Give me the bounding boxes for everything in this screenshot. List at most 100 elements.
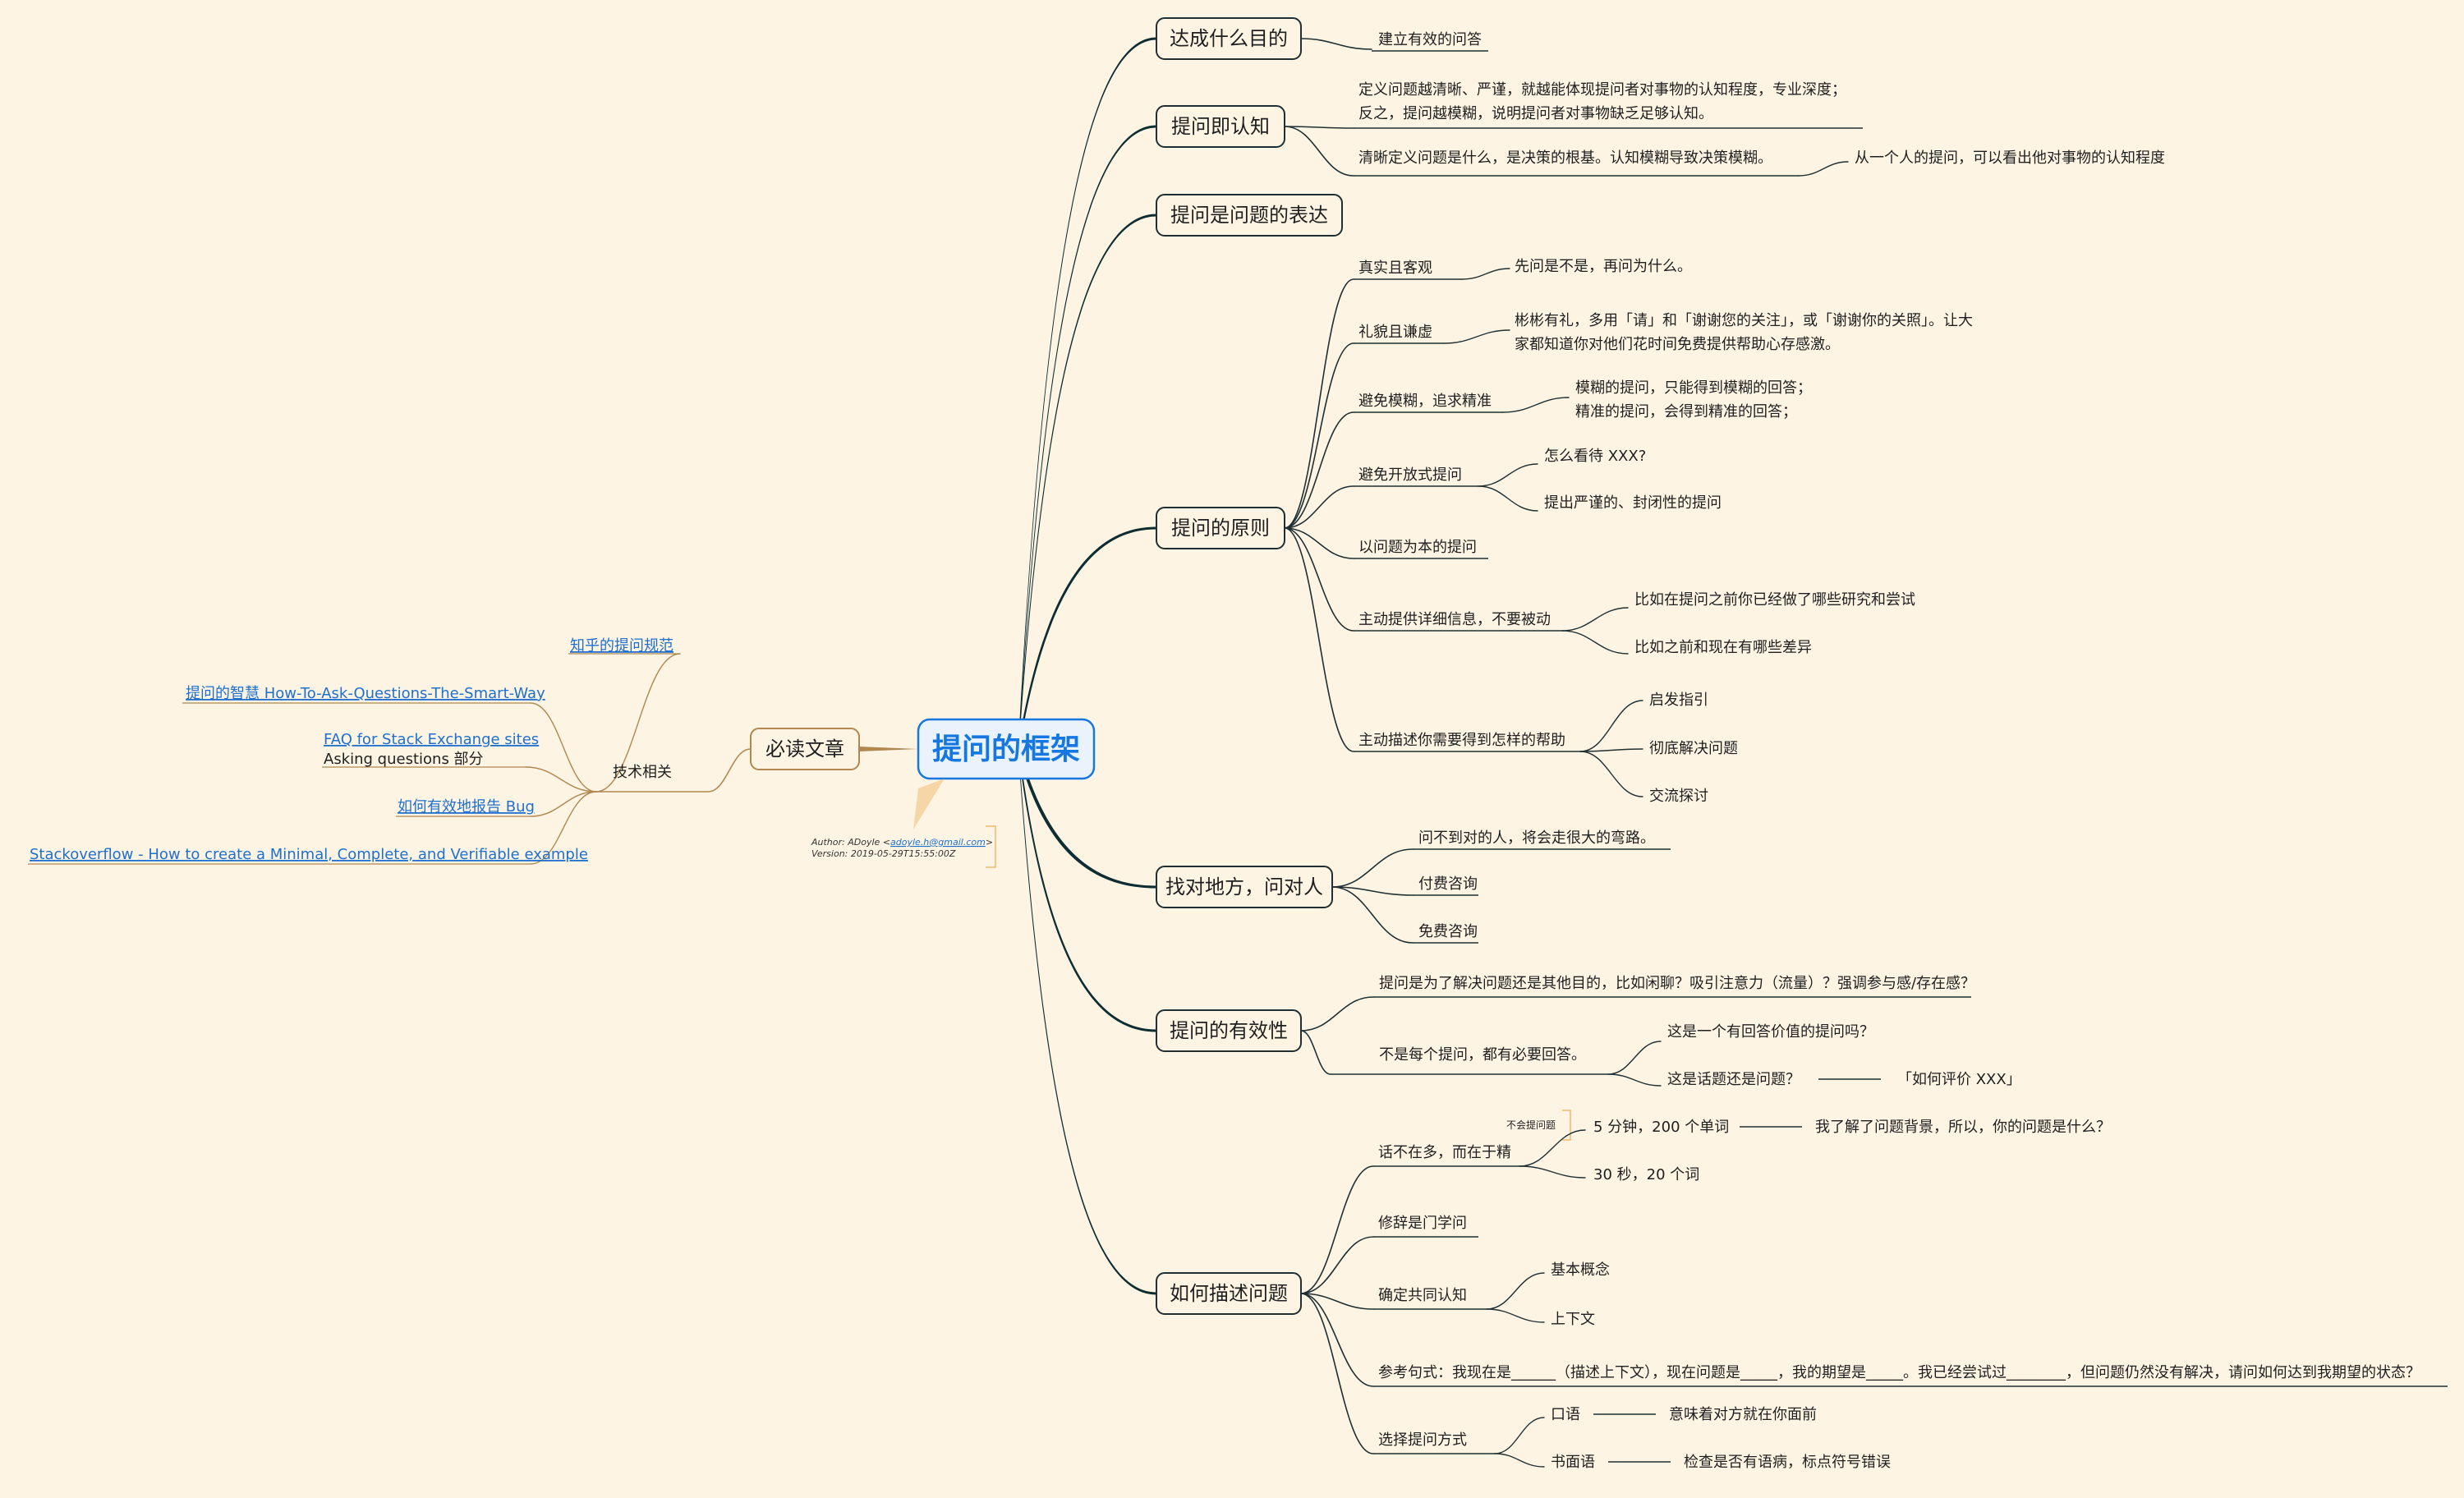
connector-line (1284, 485, 1354, 529)
connector-line (1461, 268, 1510, 280)
principle-6-leaf-1: 彻底解决问题 (1649, 740, 1738, 757)
topic-box (1156, 105, 1285, 148)
topic-box (1156, 507, 1285, 549)
topic-label: 提问的有效性 (1170, 1019, 1288, 1042)
principle-3-leaf-1: 提出严谨的、封闭性的提问 (1544, 494, 1722, 512)
topic-expression[interactable]: 提问是问题的表达 (1156, 194, 1343, 237)
connector-line (1519, 1129, 1586, 1167)
describe-4-leaf-1-child: 检查是否有语病，标点符号错误 (1684, 1454, 1891, 1471)
connector-line (1300, 1030, 1331, 1075)
topic-effectiveness[interactable]: 提问的有效性 (1156, 1009, 1302, 1052)
principle-0: 真实且客观 (1358, 260, 1432, 277)
author-suffix: > (986, 837, 993, 848)
cognition-observe: 从一个人的提问，可以看出他对事物的认知程度 (1855, 149, 2165, 167)
goal-answer: 建立有效的问答 (1378, 31, 1482, 48)
connector-line (1579, 751, 1643, 797)
connector-line (1443, 329, 1510, 344)
connector-lines (28, 38, 2448, 1468)
connector-line (1579, 700, 1643, 752)
connector-line (1561, 607, 1629, 632)
describe-0-marker-note: 不会提问题 (1506, 1119, 1556, 1131)
topic-label: 提问即认知 (1171, 115, 1270, 138)
topic-right-place[interactable]: 找对地方，问对人 (1156, 866, 1333, 908)
connector-line (1331, 886, 1414, 944)
link-connector (595, 653, 681, 793)
link-smart-way[interactable]: 提问的智慧 How-To-Ask-Questions-The-Smart-Way (186, 685, 545, 702)
topic-label: 如何描述问题 (1170, 1282, 1288, 1305)
principle-2: 避免模糊，追求精准 (1358, 393, 1492, 410)
link-report-bug[interactable]: 如何有效地报告 Bug (398, 798, 535, 816)
topic-box (1156, 194, 1343, 237)
connector-line (1607, 1041, 1662, 1075)
describe-3: 参考句式：我现在是______（描述上下文），现在问题是_____，我的期望是_… (1378, 1364, 2420, 1381)
marker-bracket (1562, 1110, 1571, 1141)
connector-line (1486, 1272, 1545, 1310)
link-stackoverflow-mcve[interactable]: Stackoverflow - How to create a Minimal,… (30, 846, 588, 863)
topic-cognition[interactable]: 提问即认知 (1156, 105, 1285, 148)
connector-line (1561, 630, 1629, 655)
author-note-pointer (913, 779, 945, 829)
text-line: 彬彬有礼，多用「请」和「谢谢您的关注」，或「谢谢你的关照」。让大 (1515, 312, 1973, 329)
must-read-trunk (859, 747, 918, 751)
principle-1-leaf: 彬彬有礼，多用「请」和「谢谢您的关注」，或「谢谢你的关照」。让大家都知道你对他们… (1515, 312, 1973, 353)
connector-line (1284, 278, 1354, 529)
describe-0-leaf-0: 5 分钟，200 个单词 (1593, 1119, 1729, 1136)
principle-5-leaf-1: 比如之前和现在有哪些差异 (1634, 639, 1812, 656)
topic-box (1156, 1272, 1302, 1315)
connector-line (1300, 1293, 1374, 1454)
principle-5-leaf-0: 比如在提问之前你已经做了哪些研究和尝试 (1634, 591, 1915, 609)
link-connector (530, 791, 597, 817)
right-place-2: 免费咨询 (1418, 923, 1478, 940)
topic-goal[interactable]: 达成什么目的 (1156, 17, 1302, 60)
author-note-bracket (986, 825, 996, 868)
connector-line (1519, 1165, 1586, 1179)
effectiveness-necessity: 不是每个提问，都有必要回答。 (1379, 1046, 1586, 1064)
link-connector (525, 766, 597, 793)
link-stack-exchange[interactable]: FAQ for Stack Exchange sites (324, 731, 539, 748)
principle-5: 主动提供详细信息，不要被动 (1358, 611, 1551, 628)
topic-box (1156, 17, 1302, 60)
principle-6-leaf-2: 交流探讨 (1649, 788, 1708, 805)
trunk-branch (1018, 743, 1156, 1295)
connector-line (1300, 1293, 1374, 1387)
principle-6: 主动描述你需要得到怎样的帮助 (1358, 732, 1565, 749)
text-line: 定义问题越清晰、严谨，就越能体现提问者对事物的认知程度，专业深度； (1358, 81, 1846, 99)
principle-6-leaf-0: 启发指引 (1649, 692, 1708, 709)
connector-line (1284, 126, 1354, 129)
connector-line (1478, 463, 1538, 487)
center-node[interactable]: 提问的框架 (917, 718, 1096, 780)
connector-line (1798, 161, 1849, 177)
principle-4: 以问题为本的提问 (1358, 539, 1477, 556)
topic-describe[interactable]: 如何描述问题 (1156, 1272, 1302, 1315)
topic-principles[interactable]: 提问的原则 (1156, 507, 1285, 549)
text-line: 反之，提问越模糊，说明提问者对事物缺乏足够认知。 (1358, 105, 1713, 122)
topic-label: 提问是问题的表达 (1170, 204, 1328, 227)
connector-line (1284, 527, 1354, 559)
trunk-lines (859, 37, 1156, 1295)
connector-line (1607, 1073, 1662, 1087)
principle-3-leaf-0: 怎么看待 XXX? (1544, 448, 1646, 465)
version-line: Version: 2019-05-29T15:55:00Z (811, 848, 956, 859)
principle-3: 避免开放式提问 (1358, 466, 1462, 484)
trunk-branch (1018, 743, 1156, 1032)
connector-line (1300, 1236, 1374, 1294)
link-connector (530, 702, 597, 793)
author-email-link[interactable]: adoyle.h@gmail.com (890, 837, 986, 848)
connector-line (1300, 1293, 1374, 1310)
link-zhihu[interactable]: 知乎的提问规范 (570, 637, 673, 655)
principle-0-leaf: 先问是不是，再问为什么。 (1515, 258, 1692, 275)
connector-line (1486, 1308, 1545, 1323)
connector-line (1284, 527, 1354, 632)
trunk-branch (1018, 214, 1156, 755)
topic-box (1156, 866, 1333, 908)
center-node-box (917, 718, 1096, 780)
connector-line (1331, 886, 1414, 896)
tech-connector (707, 748, 752, 793)
connector-line (1478, 485, 1538, 512)
connector-line (1494, 1453, 1545, 1468)
describe-0-leaf-1: 30 秒，20 个词 (1593, 1166, 1699, 1183)
must-read-label: 必读文章 (765, 738, 844, 760)
principle-1: 礼貌且谦虚 (1358, 324, 1432, 341)
must-read-node[interactable]: 必读文章 (750, 728, 860, 770)
connector-line (1331, 848, 1414, 888)
